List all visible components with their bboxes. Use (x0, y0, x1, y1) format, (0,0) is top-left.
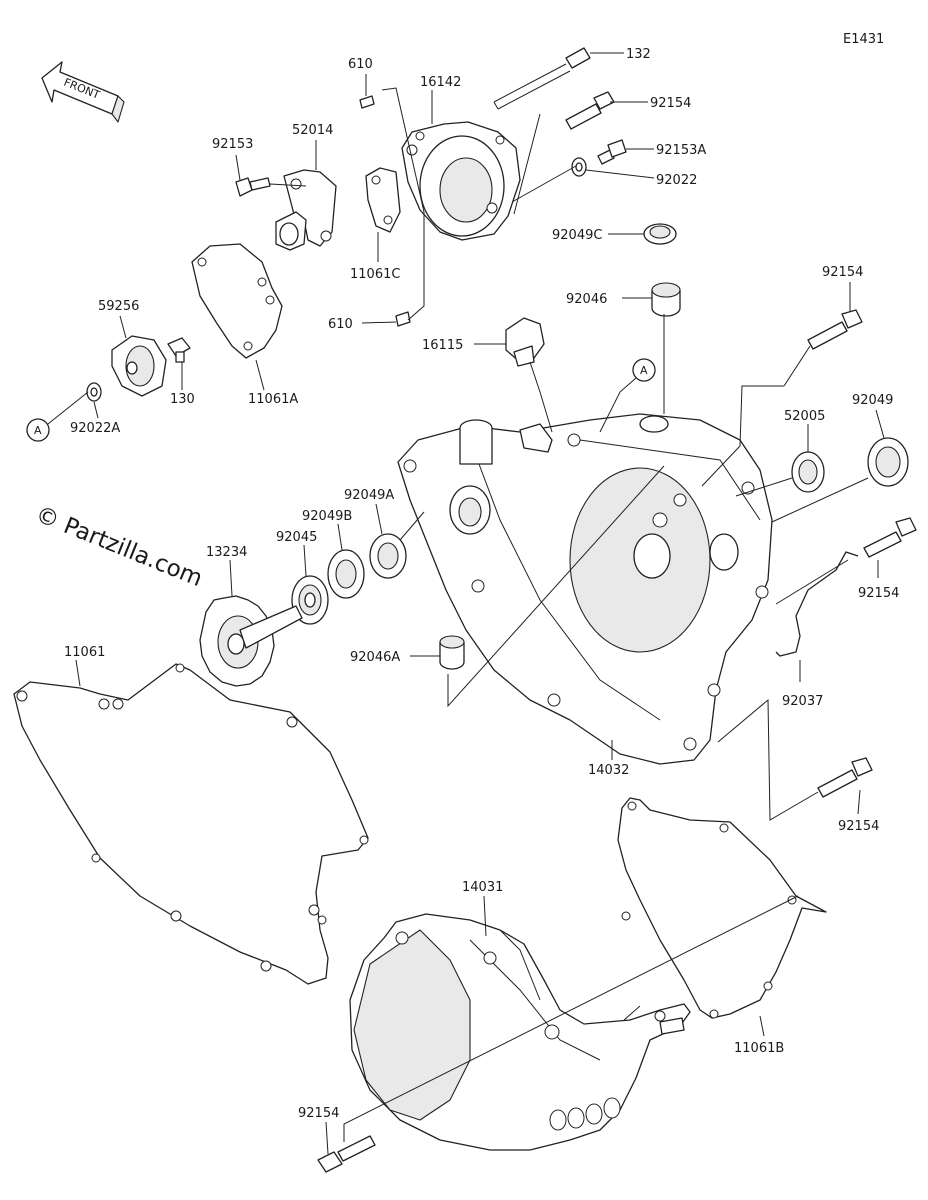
gasket-11061[interactable] (13, 663, 369, 985)
bolt-92154-right-low[interactable] (817, 757, 873, 798)
bolt-92153[interactable] (235, 177, 271, 197)
label-92046a: 92046A (350, 650, 400, 665)
clutch-cover-14032[interactable] (397, 413, 773, 765)
label-92037: 92037 (782, 694, 823, 709)
bolt-92154-right-top[interactable] (807, 309, 863, 350)
label-92045: 92045 (276, 530, 317, 545)
diagram-code: E1431 (843, 32, 884, 47)
oil-seal-92049[interactable] (867, 437, 909, 487)
washer-92022[interactable] (571, 157, 587, 177)
bolt-92154-bottom[interactable] (317, 1135, 376, 1173)
label-92022a: 92022A (70, 421, 120, 436)
ref-marker-a-right-label: A (640, 364, 648, 377)
needle-bearing-92046[interactable] (651, 282, 681, 317)
label-92154-bottom: 92154 (298, 1106, 339, 1121)
oil-seal-92049b[interactable] (327, 549, 365, 599)
label-16115: 16115 (422, 338, 463, 353)
oil-seal-92049c[interactable] (643, 223, 677, 245)
bolt-92154-right-mid[interactable] (863, 517, 917, 558)
ball-bearing-92045[interactable] (291, 575, 329, 625)
gasket-11061a[interactable] (191, 243, 283, 359)
bolt-92153a[interactable] (597, 139, 627, 165)
label-610-top: 610 (348, 57, 373, 72)
bolt-130[interactable] (167, 337, 191, 363)
ref-marker-a-left: A (26, 418, 50, 442)
front-arrow-icon: FRONT (41, 61, 125, 123)
washer-92022a[interactable] (86, 382, 102, 402)
label-92153a: 92153A (656, 143, 706, 158)
label-92154-right-mid: 92154 (858, 586, 899, 601)
oil-filler-cap-16115[interactable] (505, 317, 545, 367)
gear-13234[interactable] (199, 595, 303, 687)
label-92154-top: 92154 (650, 96, 691, 111)
ref-marker-a-right: A (632, 358, 656, 382)
label-610-bottom: 610 (328, 317, 353, 332)
bolt-92154-top[interactable] (565, 91, 615, 130)
label-11061: 11061 (64, 645, 105, 660)
label-16142: 16142 (420, 75, 461, 90)
label-52005: 52005 (784, 409, 825, 424)
pipe-52014[interactable] (275, 169, 337, 251)
label-92049c: 92049C (552, 228, 602, 243)
gasket-11061b[interactable] (617, 797, 827, 1019)
gasket-11061c[interactable] (365, 167, 401, 233)
needle-bearing-92046a[interactable] (439, 635, 465, 670)
label-92154-right-low: 92154 (838, 819, 879, 834)
label-14031: 14031 (462, 880, 503, 895)
label-92046: 92046 (566, 292, 607, 307)
label-92049a: 92049A (344, 488, 394, 503)
label-92154-right-top: 92154 (822, 265, 863, 280)
label-11061a: 11061A (248, 392, 298, 407)
label-92153: 92153 (212, 137, 253, 152)
label-92022: 92022 (656, 173, 697, 188)
generator-cover-14031[interactable] (349, 913, 691, 1151)
seal-52005[interactable] (791, 451, 825, 493)
label-132: 132 (626, 47, 651, 62)
label-92049b: 92049B (302, 509, 352, 524)
label-92049: 92049 (852, 393, 893, 408)
dowel-pin-610-bottom[interactable] (395, 311, 411, 327)
oil-seal-92049a[interactable] (369, 533, 407, 579)
label-13234: 13234 (206, 545, 247, 560)
label-130: 130 (170, 392, 195, 407)
label-11061b: 11061B (734, 1041, 784, 1056)
label-59256: 59256 (98, 299, 139, 314)
part-labels: 132 92154 92153A 92022 610 16142 92153 5… (64, 47, 899, 1121)
label-11061c: 11061C (350, 267, 400, 282)
label-52014: 52014 (292, 123, 333, 138)
bolt-132[interactable] (493, 47, 591, 110)
leader-lines (47, 52, 885, 1155)
dowel-pin-610-top[interactable] (359, 95, 375, 109)
pump-cover-16142[interactable] (401, 121, 521, 241)
wire-clamp-92037[interactable] (775, 551, 859, 657)
impeller-59256[interactable] (111, 335, 167, 397)
ref-marker-a-left-label: A (34, 424, 42, 437)
label-14032: 14032 (588, 763, 629, 778)
partzilla-watermark: © Partzilla.com (32, 501, 206, 592)
